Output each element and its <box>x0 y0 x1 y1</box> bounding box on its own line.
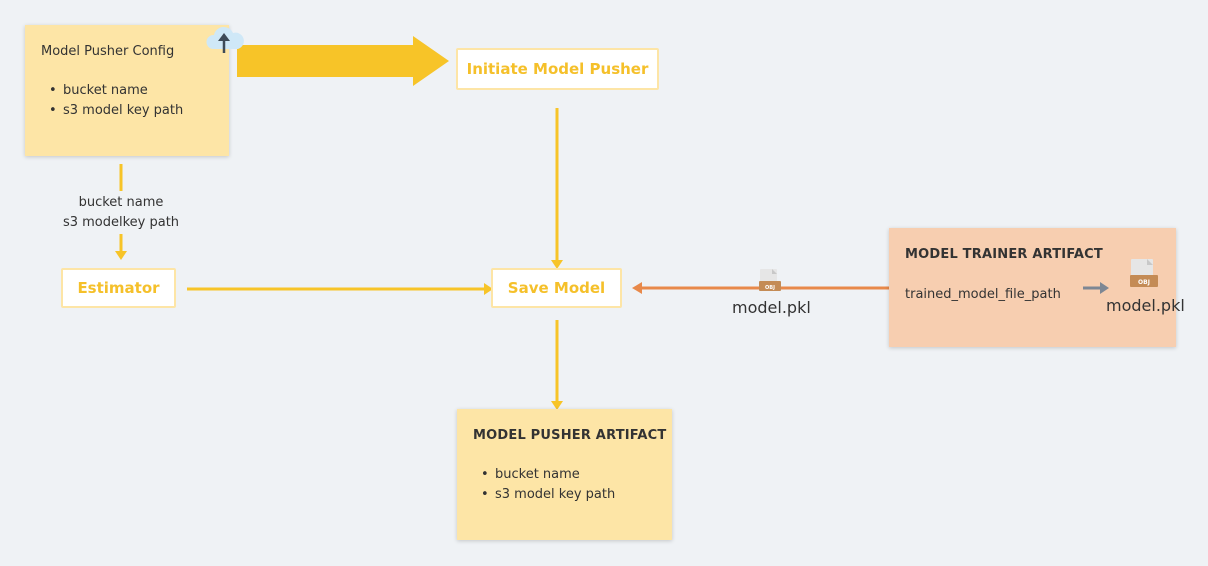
config-card-list: bucket name s3 model key path <box>49 81 183 121</box>
trainer-artifact-field: trained_model_file_path <box>905 287 1061 302</box>
arrowhead-save-top <box>551 260 563 269</box>
arrowhead-artifact <box>551 401 563 410</box>
transfer-file-label: model.pkl <box>732 298 811 317</box>
config-card: Model Pusher Config bucket name s3 model… <box>25 25 244 156</box>
pusher-artifact-card: MODEL PUSHER ARTIFACT bucket name s3 mod… <box>457 409 672 540</box>
cloud-upload-icon <box>206 26 244 53</box>
list-item: s3 model key path <box>49 101 183 121</box>
big-arrow <box>237 36 449 86</box>
pusher-artifact-list: bucket name s3 model key path <box>481 465 615 505</box>
arrow-right-icon <box>1083 282 1109 294</box>
list-item: s3 model key path <box>481 485 615 505</box>
pusher-artifact-title: MODEL PUSHER ARTIFACT <box>473 428 667 443</box>
initiate-model-pusher-node[interactable]: Initiate Model Pusher <box>456 48 659 90</box>
save-model-node[interactable]: Save Model <box>491 268 622 308</box>
config-card-title: Model Pusher Config <box>41 44 175 59</box>
save-model-label: Save Model <box>507 279 606 297</box>
trainer-artifact-title: MODEL TRAINER ARTIFACT <box>905 247 1103 262</box>
list-item: bucket name <box>481 465 615 485</box>
initiate-model-pusher-label: Initiate Model Pusher <box>466 60 649 78</box>
svg-text:OBJ: OBJ <box>765 285 775 291</box>
estimator-label: Estimator <box>77 279 160 297</box>
edge-label-line1: bucket name <box>78 195 164 210</box>
obj-file-icon: OBJ <box>759 269 781 291</box>
arrowhead-save-right <box>632 282 642 294</box>
trainer-file-label: model.pkl <box>1106 296 1185 315</box>
obj-file-icon: OBJ <box>1130 259 1158 287</box>
arrowhead-estimator <box>115 251 127 260</box>
estimator-node[interactable]: Estimator <box>61 268 176 308</box>
config-estimator-edge-label: bucket name s3 modelkey path <box>56 193 186 233</box>
svg-text:OBJ: OBJ <box>1138 279 1150 286</box>
arrowhead-save-left <box>484 283 493 295</box>
edge-label-line2: s3 modelkey path <box>62 215 180 230</box>
list-item: bucket name <box>49 81 183 101</box>
trainer-artifact-card: MODEL TRAINER ARTIFACT trained_model_fil… <box>889 228 1185 347</box>
